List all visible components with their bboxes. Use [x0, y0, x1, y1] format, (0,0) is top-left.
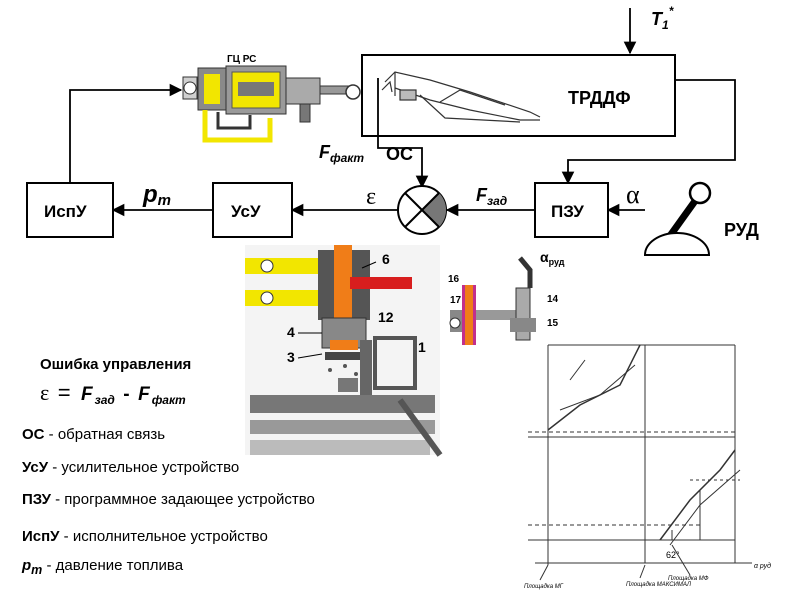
mech-num-4: 4 — [287, 324, 295, 340]
engine-label: ТРДДФ — [568, 88, 631, 108]
rud-label: РУД — [724, 220, 759, 240]
legend-pm: pm - давление топлива — [22, 557, 184, 577]
mech-num-15: 15 — [547, 318, 559, 329]
pzu-label: ПЗУ — [551, 202, 584, 221]
rud-lever — [643, 181, 712, 256]
graph-bottom-mg: Площадка МГ — [524, 584, 564, 590]
graph-angle: 62° — [666, 550, 680, 560]
engine-sketch — [381, 71, 541, 123]
error-title: Ошибка управления — [40, 356, 191, 373]
f-zad-label: Fзад — [476, 185, 507, 208]
ispu-label: ИспУ — [44, 202, 87, 221]
ispu-to-cylinder — [69, 83, 183, 183]
graph-bottom-mf: Площадка МФ — [668, 576, 709, 582]
hydraulic-cylinder — [182, 65, 361, 143]
mech-num-16: 16 — [448, 274, 460, 285]
t1-label: T1* — [651, 4, 675, 32]
legend-pzu: ПЗУ - программное задающее устройство — [22, 491, 315, 508]
mech-num-12: 12 — [378, 309, 394, 325]
eps-label: ε — [366, 184, 376, 210]
pzu-block — [534, 182, 609, 238]
comparator — [397, 185, 447, 235]
mech-num-6: 6 — [382, 251, 390, 267]
mechanism-section — [245, 245, 443, 457]
usu-label: УсУ — [231, 202, 261, 221]
legend-usu: УсУ - усилительное устройство — [22, 459, 240, 476]
mech-num-17: 17 — [450, 295, 462, 306]
graph-bottom-max: Площадка МАКСИМАЛ — [626, 582, 692, 588]
pm-label: pm — [142, 181, 171, 209]
graph-x-label: α руд — [754, 562, 771, 570]
feedback-line — [377, 78, 429, 189]
legend-ispu: ИспУ - исполнительное устройство — [22, 528, 268, 545]
rud-mechanism — [449, 256, 536, 345]
mech-num-3: 3 — [287, 349, 295, 365]
program-graph — [528, 344, 752, 565]
f-fakt-label: Fфакт — [319, 142, 364, 165]
usu-block — [212, 182, 293, 238]
mech-num-1: 1 — [418, 339, 426, 355]
gc-label: ГЦ РС — [227, 54, 256, 65]
ispu-block — [26, 182, 114, 238]
legend-os: ОС - обратная связь — [22, 426, 166, 443]
engine-to-pzu-line — [561, 79, 736, 185]
os-label: ОС — [386, 144, 413, 164]
alpha-rud-label: αруд — [540, 249, 565, 267]
alpha-label: α — [626, 180, 640, 209]
mech-num-14: 14 — [547, 294, 559, 305]
